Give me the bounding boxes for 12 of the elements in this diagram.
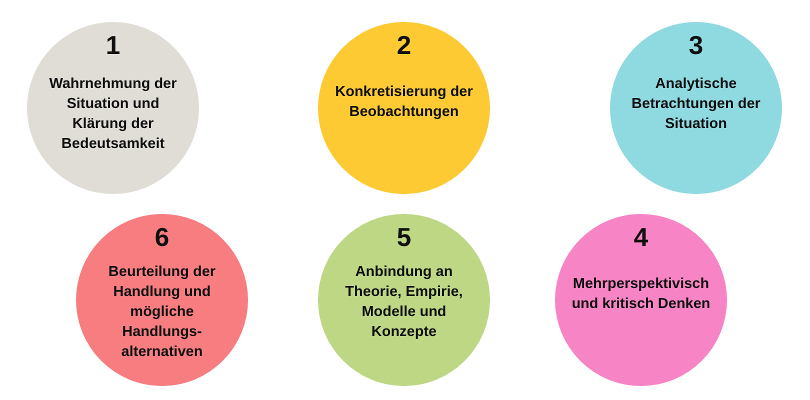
step-description: Anbindung an Theorie, Empirie, Modelle und Konzepte: [344, 263, 464, 342]
step-number: 5: [396, 222, 412, 253]
step-description: Wahrnehmung der Situation und Klärung der Bedeutsamkeit: [48, 75, 178, 154]
step-description: Beurteilung der Handlung und mögliche Handlungs- alternativen: [107, 263, 217, 362]
step-description: Mehrperspektivisch und kritisch Denken: [570, 275, 712, 314]
step-number: 2: [396, 30, 412, 61]
step-description: Analytische Betrachtungen der Situation: [630, 75, 762, 134]
step-number: 1: [106, 30, 120, 61]
step-number: 3: [688, 30, 704, 61]
step-number: 6: [154, 222, 170, 253]
step-description: Konkretisierung der Beobachtungen: [334, 83, 474, 122]
step-number: 4: [634, 222, 648, 253]
